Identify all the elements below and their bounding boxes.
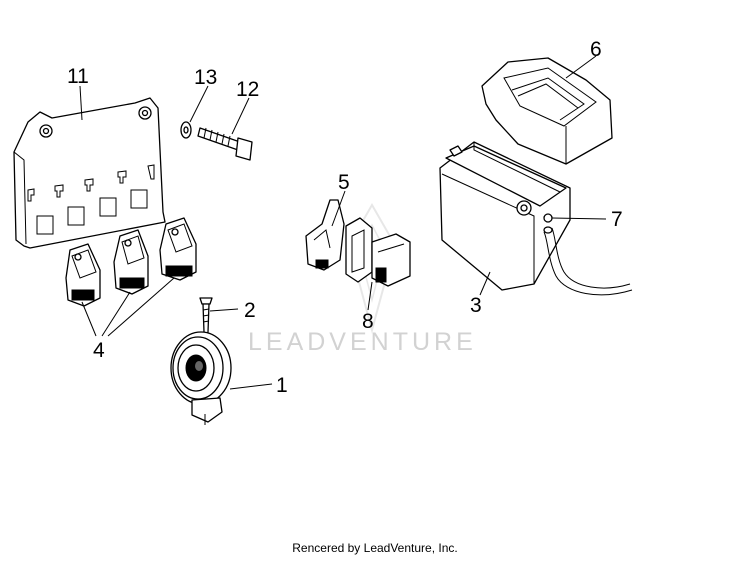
callout-4: 4 (93, 339, 105, 362)
watermark-text: LEADVENTURE (248, 328, 477, 356)
relay-middle[interactable] (113, 229, 149, 295)
callout-6: 6 (590, 38, 602, 61)
horn-screw[interactable] (199, 297, 213, 337)
footer-credit: Rencered by LeadVenture, Inc. (292, 541, 458, 555)
relay-right[interactable] (159, 217, 197, 281)
relay-left[interactable] (65, 243, 101, 307)
leader-lines (79, 55, 607, 390)
callout-3: 3 (470, 294, 482, 317)
battery[interactable] (439, 141, 633, 296)
callout-11: 11 (67, 65, 89, 88)
relay-bracket-plate[interactable] (13, 97, 166, 249)
horn[interactable] (170, 331, 232, 425)
callout-2: 2 (244, 299, 256, 322)
lock-washer[interactable] (180, 121, 192, 139)
callout-8: 8 (362, 310, 374, 333)
callout-1: 1 (276, 374, 288, 397)
callout-12: 12 (236, 78, 259, 101)
battery-cover[interactable] (481, 57, 613, 165)
battery-clip[interactable] (543, 213, 553, 223)
hex-bolt[interactable] (197, 127, 253, 161)
callout-13: 13 (194, 66, 217, 89)
fuse-holder-bracket[interactable] (305, 199, 345, 271)
callout-5: 5 (338, 171, 350, 194)
fuse-block[interactable] (345, 217, 411, 287)
callout-7: 7 (611, 208, 623, 231)
